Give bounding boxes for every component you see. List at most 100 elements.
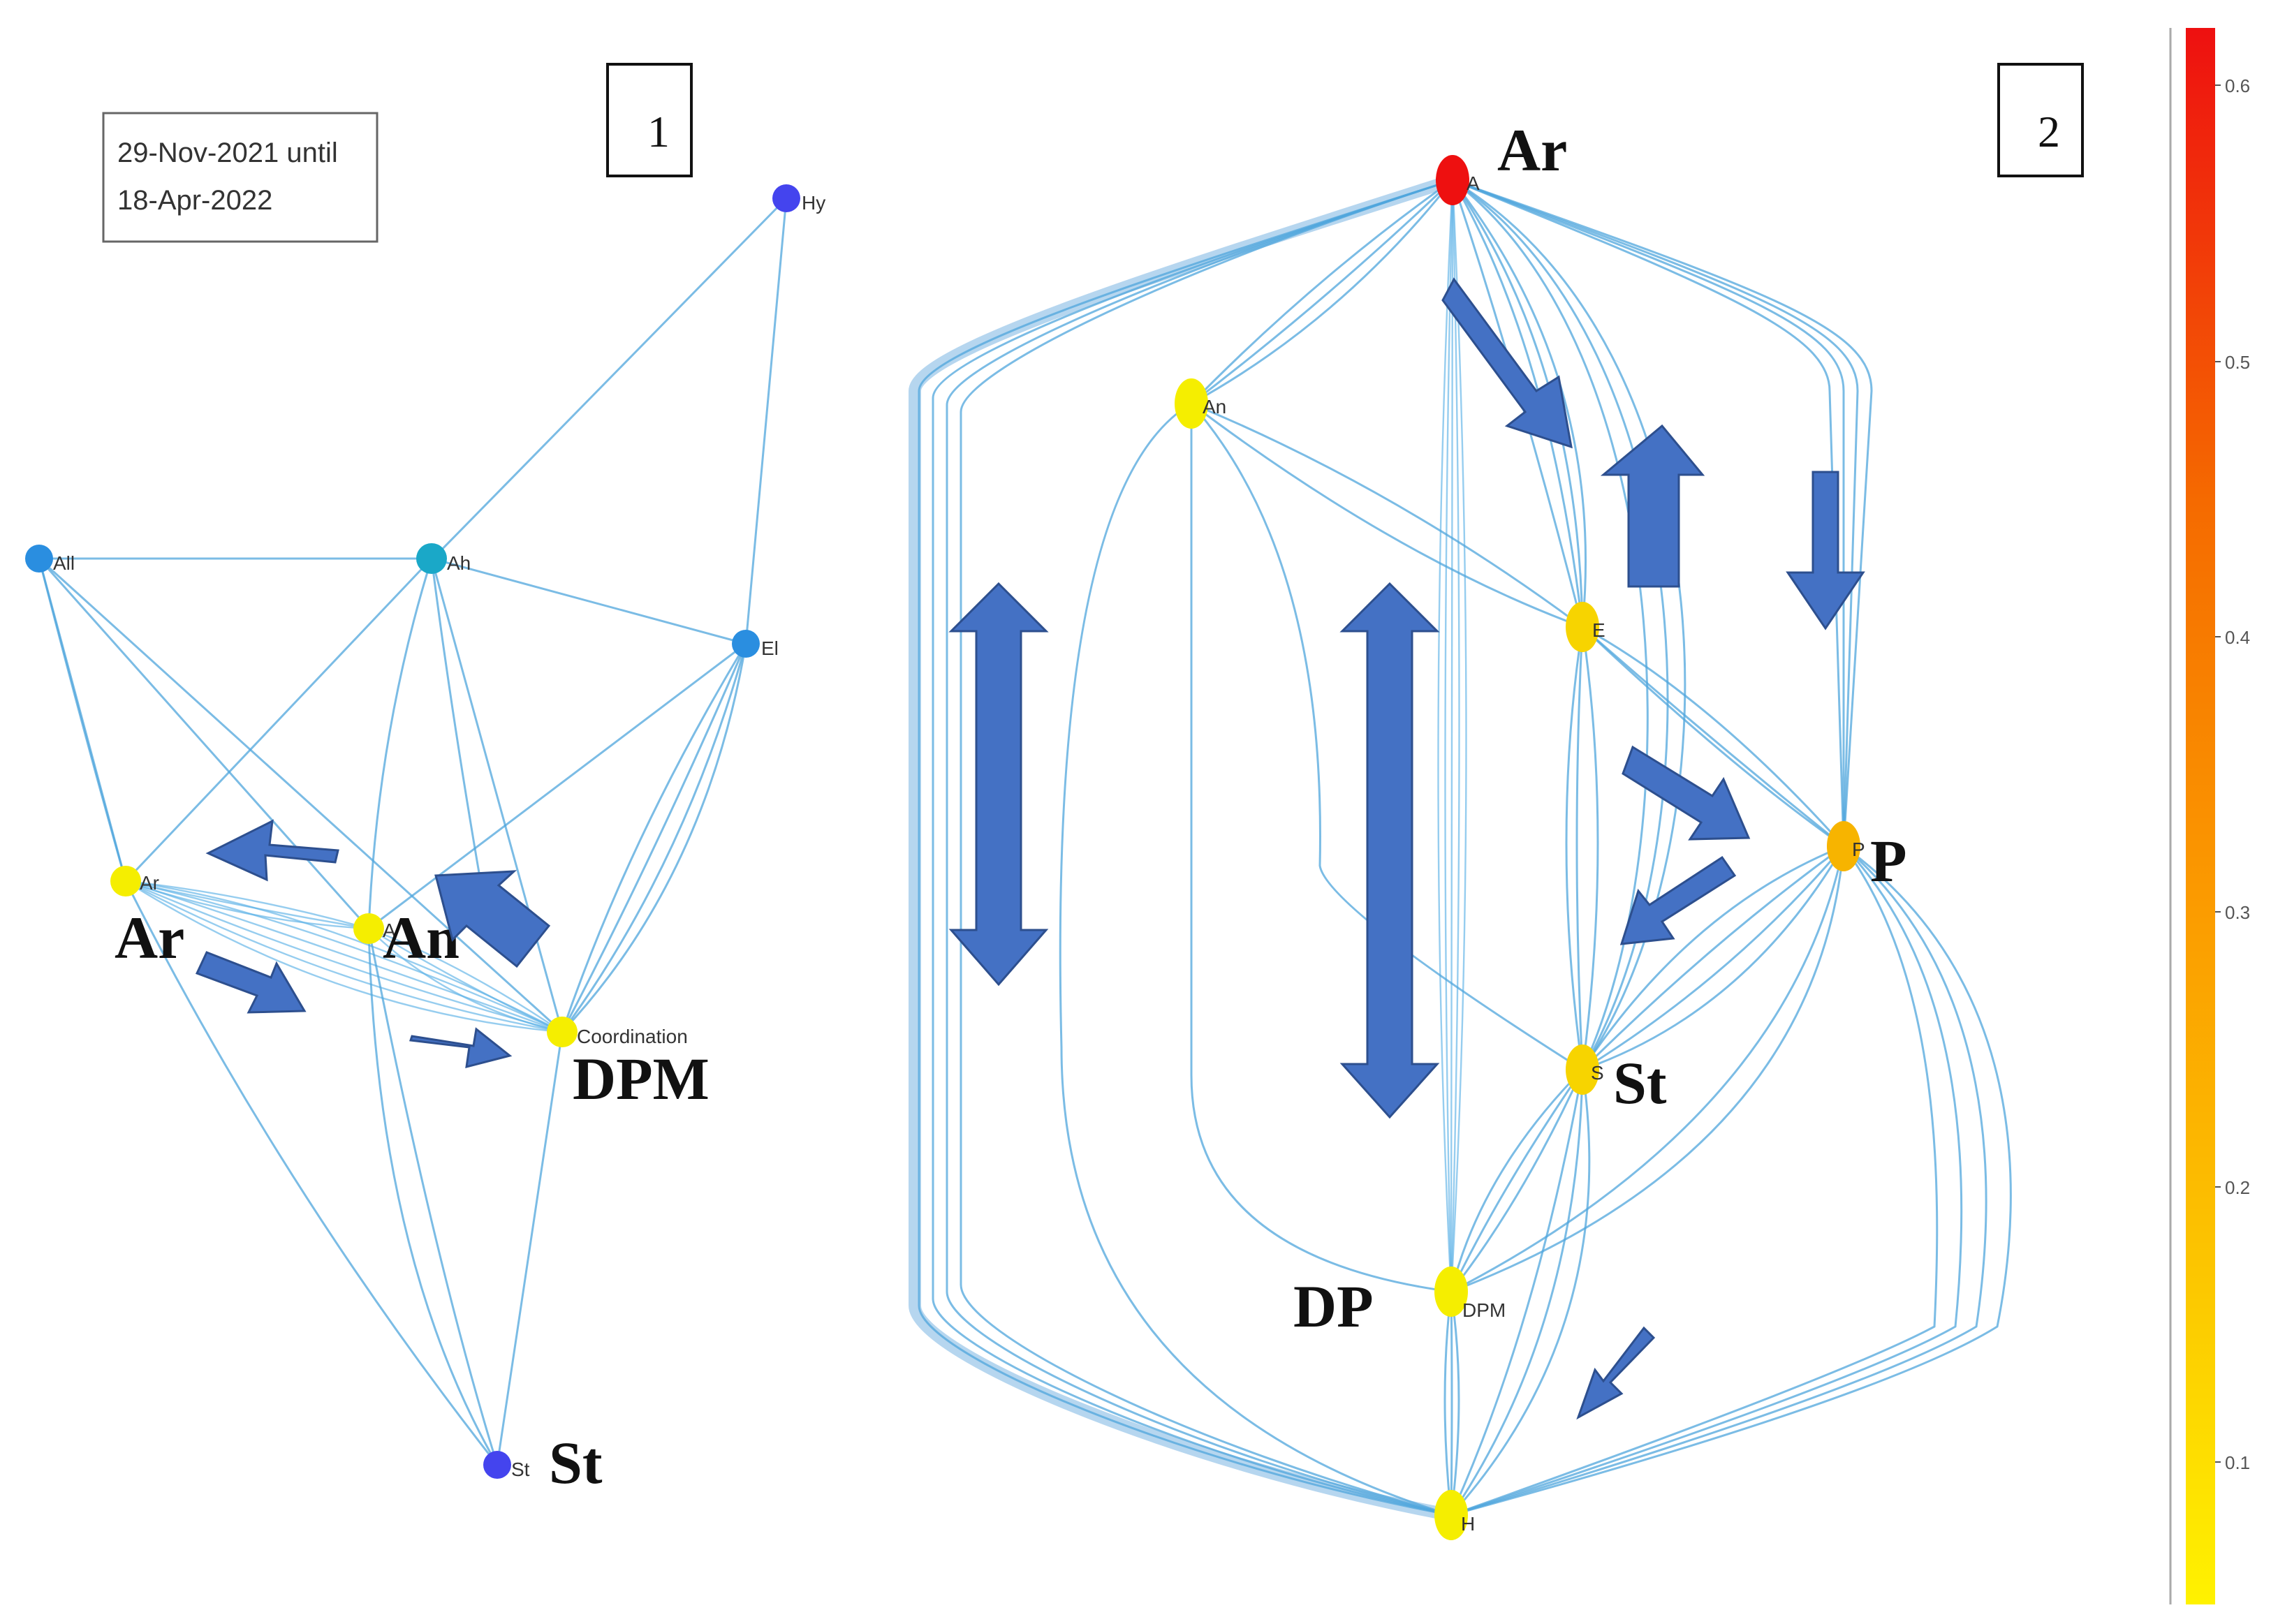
- edge-p-dpm-2: [1450, 846, 1845, 1293]
- edge-ar-h-loop-4: [960, 179, 1453, 1516]
- edge-p-h-2: [1450, 845, 1987, 1516]
- edge-all-ar-2: [38, 558, 127, 882]
- edge-p-s-3: [1581, 845, 1844, 1070]
- edge-s-dpm-1: [1450, 1069, 1584, 1292]
- edge-an-coord-2: [368, 927, 563, 1033]
- edge-e-s-3: [1575, 626, 1584, 1070]
- edge-ar-an-2: [1191, 179, 1454, 405]
- node-s-label: S: [1591, 1062, 1604, 1084]
- edge-an-s: [1190, 403, 1583, 1071]
- edge-dpm-h-1: [1443, 1291, 1453, 1516]
- edge-all-coord: [38, 557, 564, 1033]
- arrow-to-ar: [205, 819, 339, 882]
- arrow-p-to-s: [1619, 855, 1737, 945]
- node-e-label: E: [1592, 619, 1605, 641]
- edge-e-p-1: [1582, 626, 1844, 848]
- node-st[interactable]: [483, 1451, 511, 1479]
- panel-2-label-ar: Ar: [1497, 117, 1567, 184]
- node-dpm[interactable]: [1434, 1267, 1468, 1317]
- arrow-ar-to-coord: [195, 951, 307, 1014]
- edge-el-coord-1: [561, 643, 747, 1033]
- edge-an-e-1: [1191, 402, 1583, 628]
- panel-2-label-p: P: [1870, 827, 1907, 894]
- node-h-label: H: [1461, 1513, 1475, 1535]
- edge-el-coord-4: [561, 643, 747, 1033]
- edge-ar-coord-2: [125, 880, 563, 1033]
- edge-p-h-1: [1450, 845, 2012, 1516]
- node-p-label: P: [1852, 839, 1865, 860]
- edge-ar-s-3: [1452, 179, 1686, 1070]
- node-an[interactable]: [353, 913, 384, 944]
- node-st-label: St: [511, 1459, 530, 1480]
- arrow-to-an: [434, 870, 551, 968]
- edge-ar-dpm-2: [1444, 179, 1454, 1292]
- edge-an-dpm: [1190, 404, 1452, 1293]
- date-range-line-1: 29-Nov-2021 until: [117, 138, 338, 168]
- edge-el-coord-2: [561, 643, 747, 1033]
- edge-e-p-3: [1581, 626, 1844, 848]
- node-s[interactable]: [1566, 1044, 1599, 1095]
- node-all[interactable]: [25, 545, 53, 573]
- colorbar-tick-label: 0.4: [2225, 627, 2250, 648]
- edge-ar-an-1: [125, 880, 369, 930]
- edge-ar-coord-5: [125, 880, 563, 1033]
- panel-2-label-st: St: [1613, 1049, 1667, 1116]
- panel-2-label-dp: DP: [1293, 1273, 1374, 1340]
- edge-ar-dpm-4: [1450, 179, 1460, 1292]
- node-ah-label: Ah: [447, 552, 471, 574]
- edge-ar-dpm-5: [1450, 179, 1467, 1292]
- edge-p-dpm-1: [1450, 846, 1845, 1293]
- edge-ar-coord-4: [125, 880, 563, 1033]
- edge-s-h-1: [1450, 1069, 1584, 1516]
- node-an-label: A: [383, 920, 396, 941]
- edge-an-h: [1059, 402, 1452, 1516]
- node-p[interactable]: [1827, 821, 1860, 871]
- double-arrow-left: [948, 582, 1049, 987]
- colorbar-gradient: [2186, 28, 2215, 1604]
- edge-ar-dpm-1: [1437, 179, 1454, 1292]
- arrow-up-to-ar: [1600, 424, 1705, 588]
- colorbar: 0.6 0.5 0.4 0.3 0.2 0.1: [2169, 28, 2250, 1604]
- node-e[interactable]: [1566, 602, 1599, 652]
- node-an-2[interactable]: [1175, 378, 1208, 429]
- node-ar-2-label: A: [1467, 172, 1480, 194]
- node-ah[interactable]: [416, 543, 447, 574]
- edge-ar-an-3: [1191, 179, 1454, 405]
- edge-p-s-2: [1582, 846, 1845, 1071]
- node-hy[interactable]: [772, 184, 800, 212]
- node-an-2-label: An: [1203, 396, 1226, 418]
- edge-ar-p-4: [1452, 179, 1845, 847]
- panel-1-edges: [38, 197, 788, 1466]
- node-el[interactable]: [732, 630, 760, 658]
- edge-ar-s-2: [1452, 179, 1669, 1070]
- panel-2-edges: [909, 174, 2012, 1521]
- edge-all-an: [38, 558, 370, 929]
- panel-1-label-dpm: DPM: [573, 1045, 710, 1112]
- node-ar[interactable]: [110, 866, 141, 896]
- edge-an-coord-1: [368, 927, 563, 1033]
- edge-p-s-4: [1582, 846, 1845, 1071]
- edge-ar-h-loop-2: [932, 179, 1453, 1516]
- colorbar-tick-label: 0.2: [2225, 1177, 2250, 1198]
- double-arrow-middle: [1339, 582, 1440, 1119]
- edge-an-coord-3: [368, 928, 563, 1033]
- edge-ah-coord: [430, 558, 564, 1033]
- edge-s-h-3: [1450, 1069, 1591, 1516]
- node-ar-2[interactable]: [1436, 155, 1469, 205]
- edge-s-h-2: [1450, 1069, 1584, 1516]
- arrow-down-to-p: [1786, 471, 1865, 630]
- arrow-ar-to-e: [1441, 277, 1573, 449]
- node-h[interactable]: [1434, 1490, 1468, 1540]
- edge-e-p-2: [1582, 626, 1845, 848]
- node-ar-label: Ar: [140, 872, 159, 894]
- edge-e-s-2: [1581, 626, 1599, 1070]
- edge-ah-ar: [124, 557, 433, 883]
- edge-hy-ah: [432, 197, 788, 560]
- edge-an-st-1: [367, 928, 499, 1466]
- edge-ar-coord-3: [125, 880, 563, 1033]
- edge-ar-p-1: [1452, 179, 1845, 846]
- edge-ar-an-1: [1190, 179, 1453, 405]
- node-coordination[interactable]: [547, 1017, 578, 1047]
- edge-ar-p-2: [1452, 179, 1859, 847]
- panel-1: 1 29-Nov-2021 until 18-Apr-2022: [25, 63, 825, 1496]
